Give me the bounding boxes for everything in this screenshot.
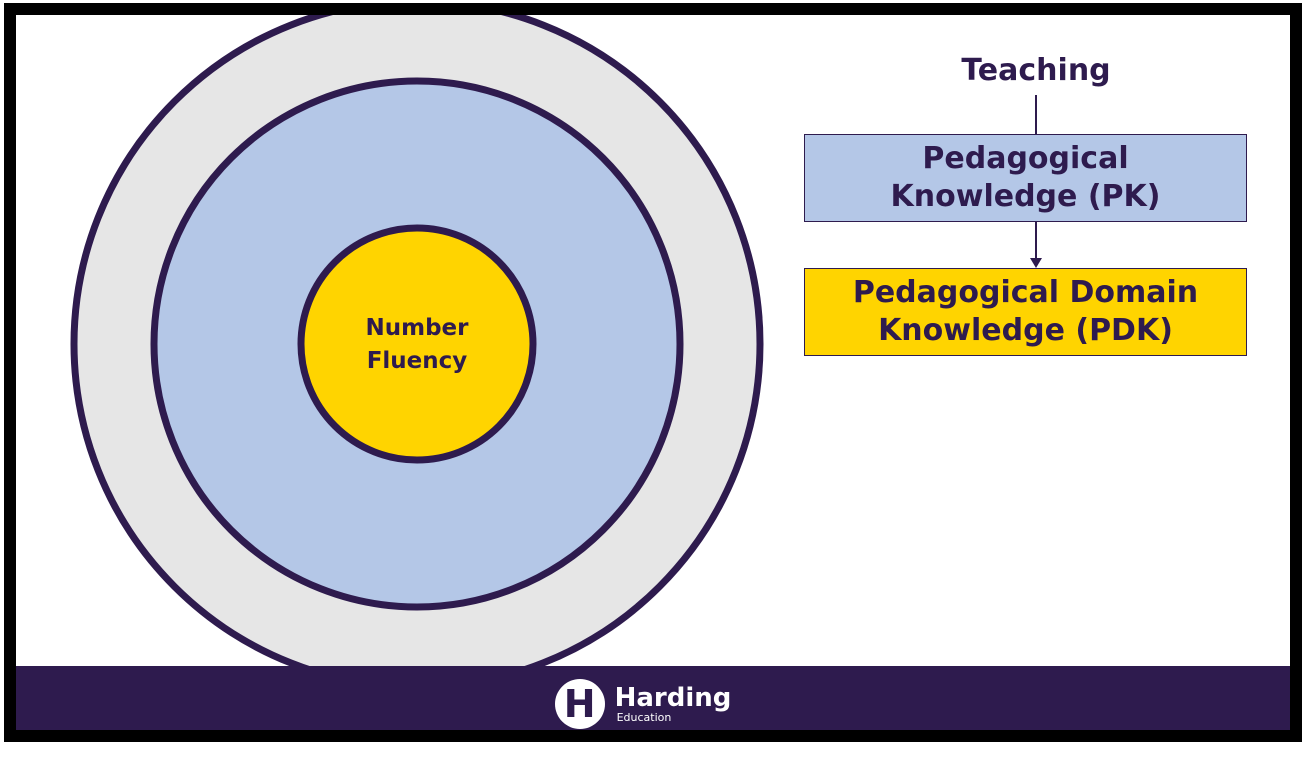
inner-circle — [297, 224, 537, 464]
logo-name: Harding — [614, 683, 732, 713]
pdk-box-line-1: Pedagogical Domain — [852, 275, 1199, 310]
harding-education-logo: H Harding Education — [554, 679, 732, 729]
pk-box-line-1: Pedagogical — [922, 141, 1129, 176]
logo-text: Harding Education — [615, 684, 732, 724]
slide-frame: Number Fluency Teaching Pedagogical Know… — [4, 3, 1302, 742]
pk-box-line-2: Knowledge (PK) — [890, 179, 1161, 214]
logo-mark-icon: H — [554, 679, 605, 729]
pedagogical-domain-knowledge-box: Pedagogical Domain Knowledge (PDK) — [804, 268, 1247, 356]
inner-circle-label-line-1: Number — [366, 315, 470, 341]
pedagogical-knowledge-box: Pedagogical Knowledge (PK) — [804, 134, 1247, 222]
teaching-title: Teaching — [961, 53, 1111, 88]
pdk-box-line-2: Knowledge (PDK) — [878, 313, 1173, 348]
inner-circle-label-line-2: Fluency — [367, 348, 468, 374]
arrowhead-pk-to-pdk — [1030, 258, 1042, 268]
footer-bar: H Harding Education — [16, 666, 1290, 730]
concentric-circles-diagram: Number Fluency — [70, 15, 1042, 691]
logo-subtitle: Education — [616, 711, 672, 724]
